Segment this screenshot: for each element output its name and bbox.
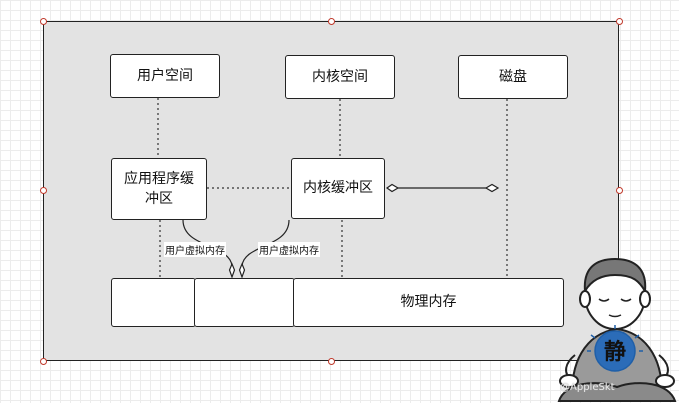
user-space-label: 用户空间	[137, 67, 193, 84]
meditating-mascot: 静	[557, 257, 677, 402]
diamond-curve-right	[238, 262, 246, 279]
handle-mid-left[interactable]	[40, 187, 47, 194]
user-space-box[interactable]: 用户空间	[110, 54, 220, 98]
diamond-curve-left	[228, 262, 236, 279]
handle-top-left[interactable]	[40, 18, 47, 25]
virtual-memory-label-left: 用户虚拟内存	[164, 242, 226, 257]
disk-label: 磁盘	[499, 68, 527, 85]
watermark: @AppleSkt	[560, 382, 615, 393]
handle-top-right[interactable]	[616, 18, 623, 25]
kernel-buffer-box[interactable]: 内核缓冲区	[291, 158, 385, 219]
physical-memory-box[interactable]: 物理内存	[293, 278, 564, 327]
diamond-right	[484, 183, 500, 193]
virtual-memory-label-right: 用户虚拟内存	[258, 242, 320, 257]
handle-bottom-left[interactable]	[40, 358, 47, 365]
handle-top-mid[interactable]	[328, 18, 335, 25]
diamond-left	[385, 183, 400, 193]
app-buffer-box[interactable]: 应用程序缓冲区	[111, 158, 207, 220]
kernel-buffer-label: 内核缓冲区	[303, 180, 373, 197]
app-buffer-label: 应用程序缓冲区	[124, 170, 194, 207]
disk-box[interactable]: 磁盘	[458, 55, 568, 99]
kernel-space-label: 内核空间	[312, 68, 368, 85]
handle-bottom-mid[interactable]	[328, 358, 335, 365]
memory-block-2[interactable]	[194, 278, 295, 327]
handle-mid-right[interactable]	[616, 187, 623, 194]
calm-badge-text: 静	[604, 339, 626, 365]
kernel-space-box[interactable]: 内核空间	[285, 55, 395, 99]
physical-memory-label: 物理内存	[400, 294, 457, 311]
memory-block-1[interactable]	[111, 278, 196, 327]
calm-badge	[587, 325, 643, 372]
